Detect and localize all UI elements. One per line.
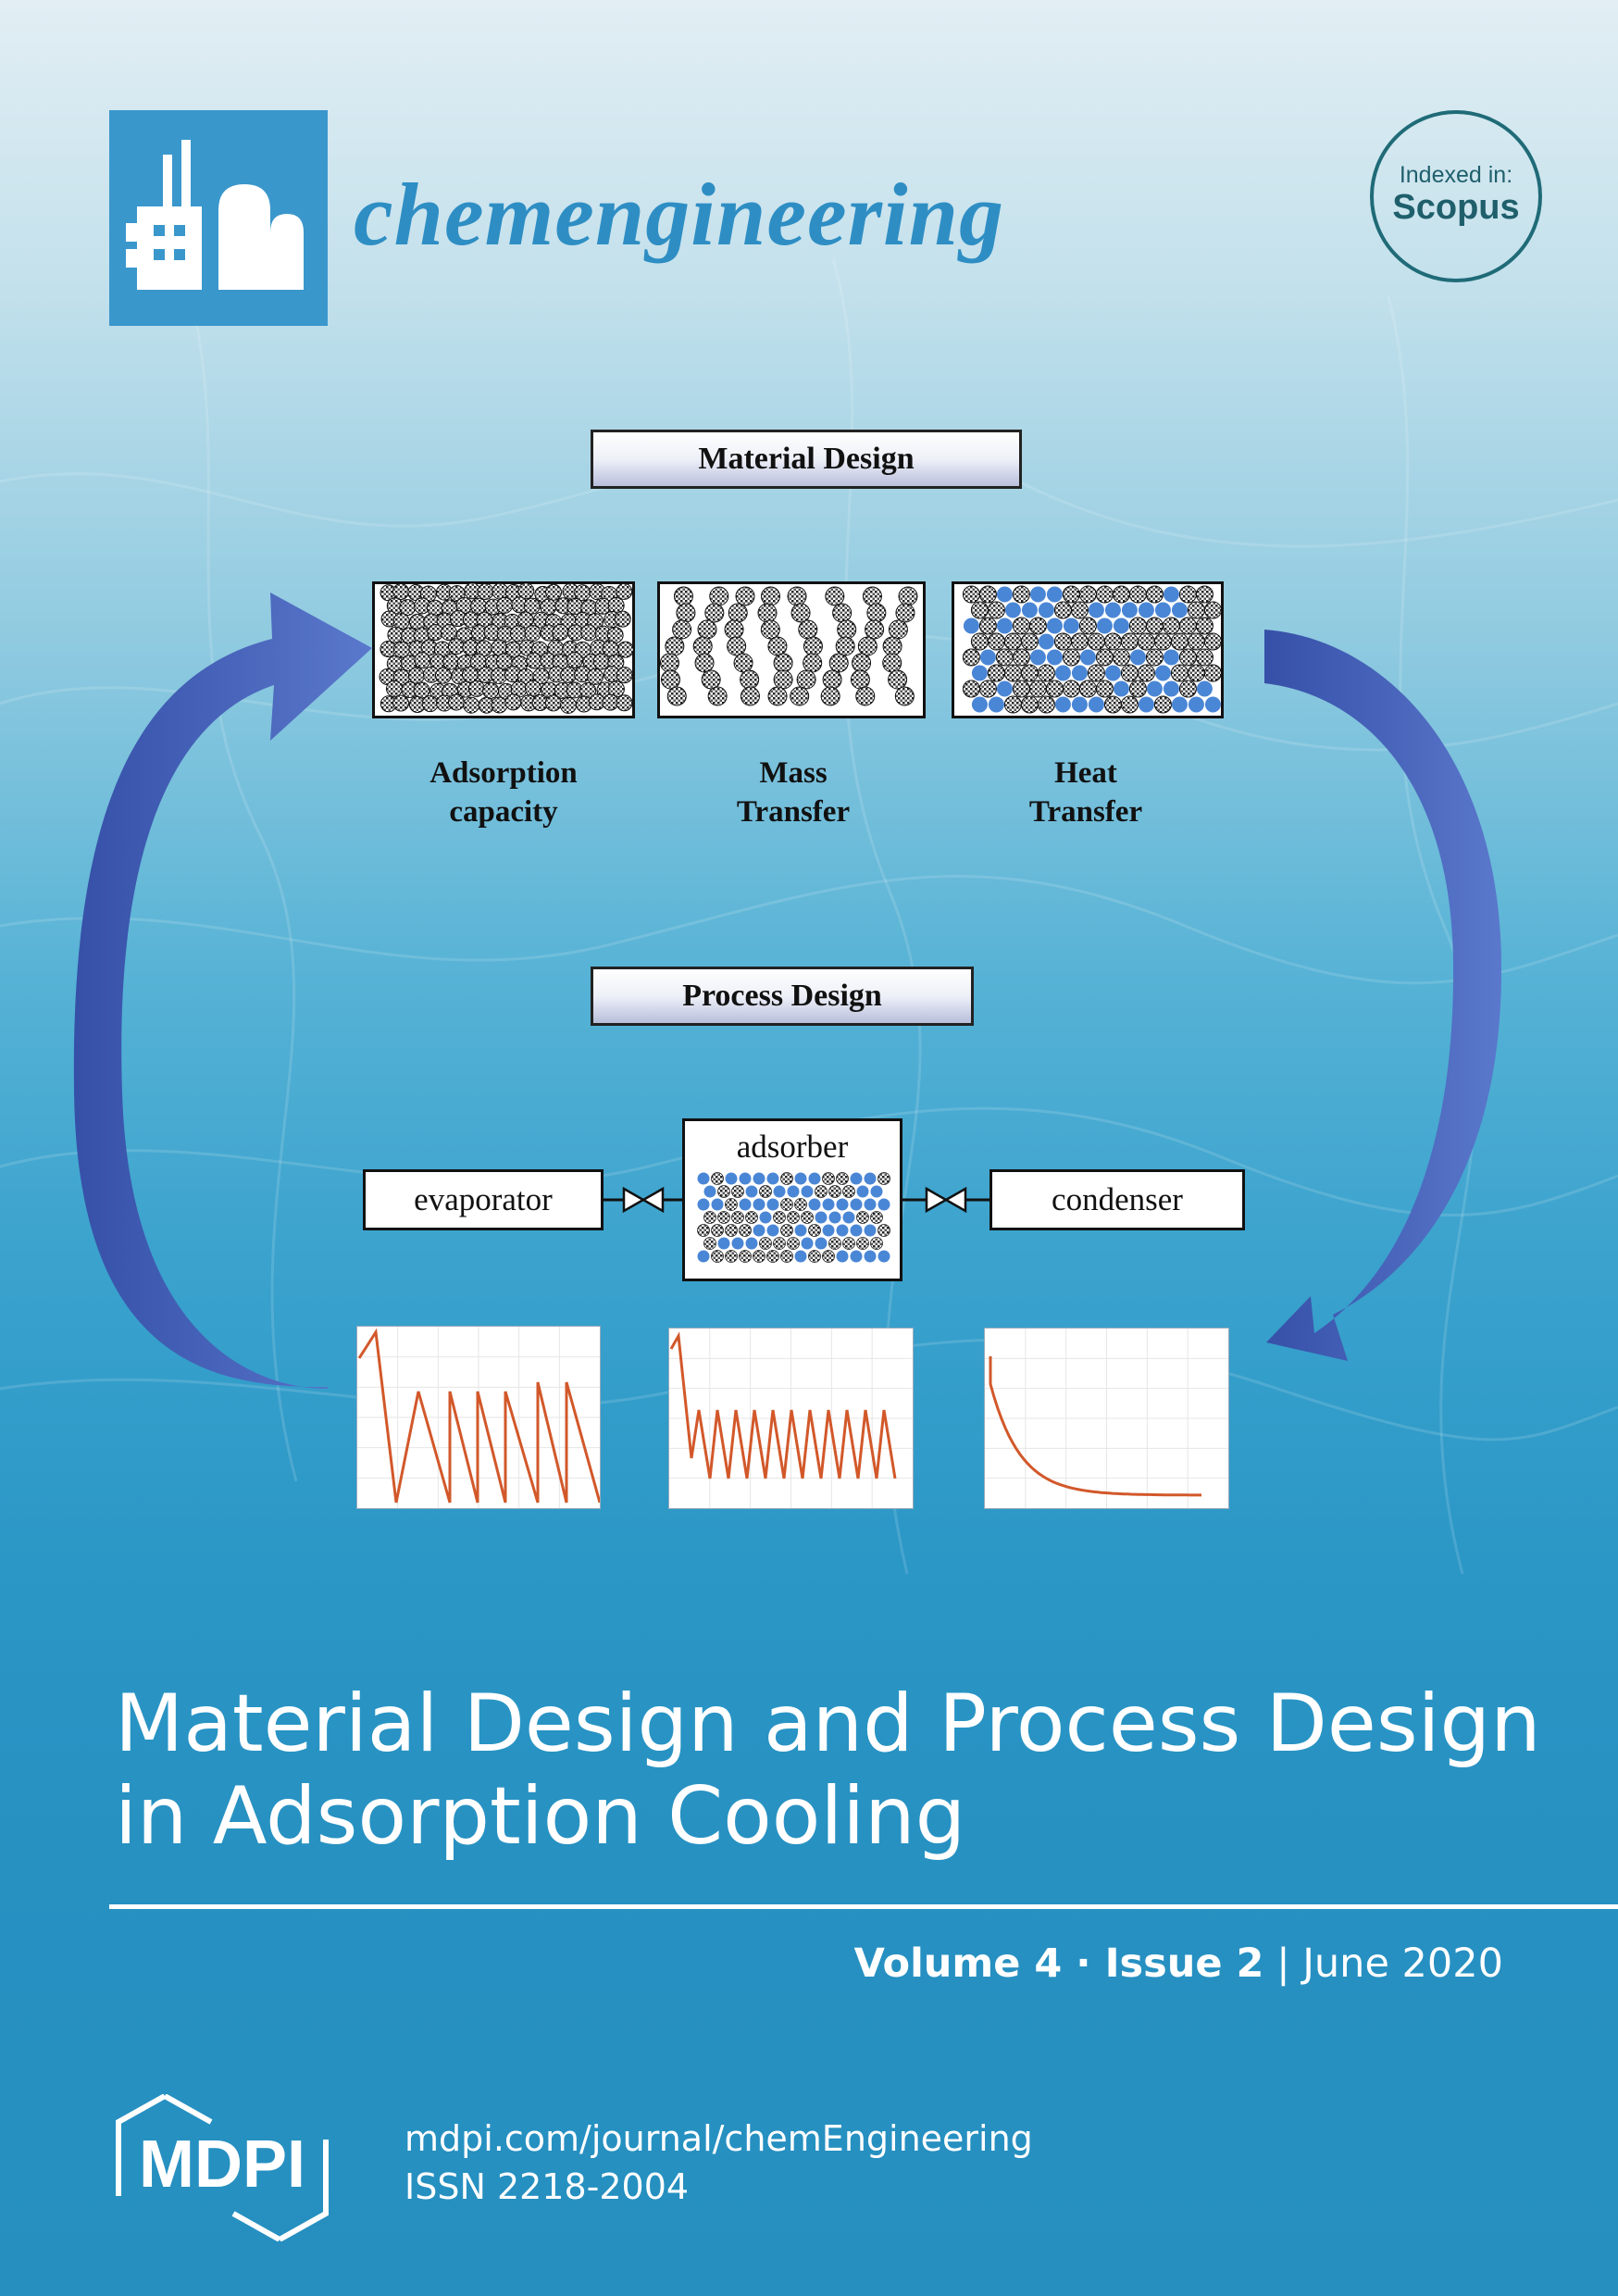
heat-transfer-panel [952, 581, 1224, 718]
process-design-header: Process Design [591, 967, 974, 1026]
left-cycle-arrow [73, 593, 372, 1389]
cycle-arrows [73, 593, 1502, 1389]
temperature-plot-3 [984, 1328, 1229, 1509]
volume-issue-date: Volume 4 · Issue 2 | June 2020 [853, 1940, 1503, 1987]
article-title: Material Design and Process Design in Ad… [115, 1678, 1541, 1863]
temperature-plot-2 [668, 1328, 914, 1509]
condenser-box: condenser [989, 1169, 1245, 1230]
divider-line [109, 1904, 1618, 1909]
adsorber-label: adsorber [736, 1129, 849, 1165]
right-cycle-arrow [1264, 630, 1502, 1361]
scopus-badge: Indexed in: Scopus [1370, 110, 1542, 282]
adsorber-particles [697, 1172, 890, 1263]
valve-icon-right [902, 1186, 989, 1214]
evaporator-box: evaporator [363, 1169, 604, 1230]
mass-transfer-panel [657, 581, 926, 718]
adsorption-capacity-panel [372, 581, 635, 718]
adsorption-capacity-label: Adsorption capacity [429, 756, 578, 829]
chemical-plant-icon [126, 140, 304, 290]
issn-number: ISSN 2218-2004 [404, 2166, 690, 2207]
mdpi-logo: MDPI [116, 2094, 329, 2241]
scopus-indexed-label: Indexed in: [1399, 162, 1513, 188]
scopus-name: Scopus [1392, 188, 1520, 227]
valve-icon-left [604, 1186, 683, 1214]
heat-transfer-label: Heat Transfer [1028, 756, 1143, 829]
mass-transfer-label: Mass Transfer [736, 756, 851, 829]
journal-logo [109, 110, 328, 326]
temperature-plot-1 [356, 1326, 602, 1509]
mdpi-wordmark: MDPI [139, 2128, 305, 2202]
material-design-header: Material Design [591, 430, 1022, 489]
journal-url-link[interactable]: mdpi.com/journal/chemEngineering [404, 2118, 1033, 2159]
adsorber-box: adsorber [682, 1118, 902, 1281]
journal-name: chemengineering [354, 165, 1004, 264]
